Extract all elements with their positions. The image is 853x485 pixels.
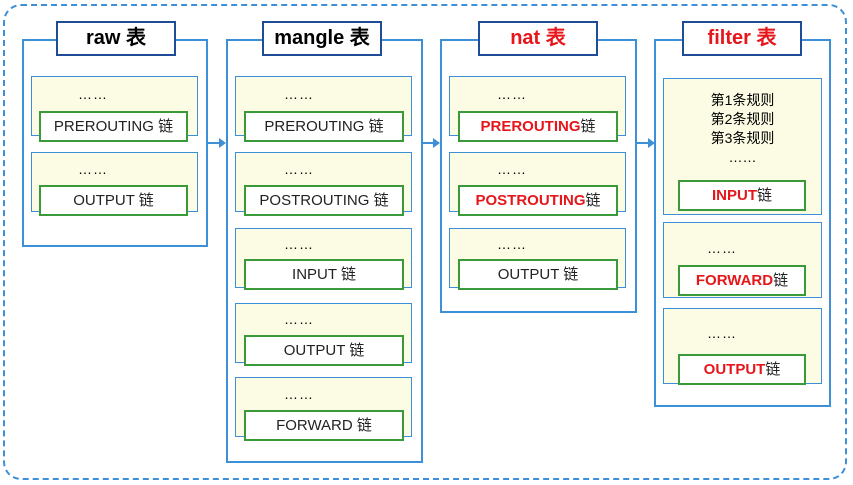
chain-name: OUTPUT xyxy=(703,361,766,378)
nat-postrouting-chain: POSTROUTING链 xyxy=(458,185,618,216)
filter-chain-3-dots: …… xyxy=(707,325,737,341)
chain-name: POSTROUTING xyxy=(259,192,370,209)
mangle-input-chain: INPUT 链 xyxy=(244,259,404,290)
filter-rules-list: 第1条规则 第2条规则 第3条规则 …… xyxy=(663,91,822,167)
chain-suffix: 链 xyxy=(765,361,781,378)
filter-rule-more: …… xyxy=(728,149,757,165)
chain-name: INPUT xyxy=(292,266,337,283)
nat-chain-3-dots: …… xyxy=(497,236,527,252)
mangle-chain-3-dots: …… xyxy=(284,236,314,252)
filter-chain-2-dots: …… xyxy=(707,240,737,256)
chain-suffix: 链 xyxy=(773,272,789,289)
chain-name: FORWARD xyxy=(695,272,774,289)
raw-chain-2-dots: …… xyxy=(78,161,108,177)
nat-chain-1-dots: …… xyxy=(497,86,527,102)
filter-rule-3: 第3条规则 xyxy=(710,130,775,146)
mangle-output-chain: OUTPUT 链 xyxy=(244,335,404,366)
chain-suffix: 链 xyxy=(340,266,356,283)
chain-name: PREROUTING xyxy=(480,118,581,135)
mangle-chain-2-dots: …… xyxy=(284,161,314,177)
mangle-chain-1-dots: …… xyxy=(284,86,314,102)
chain-suffix: 链 xyxy=(368,118,384,135)
chain-name: INPUT xyxy=(711,187,757,204)
mangle-prerouting-chain: PREROUTING 链 xyxy=(244,111,404,142)
chain-name: FORWARD xyxy=(276,417,353,434)
chain-name: OUTPUT xyxy=(283,342,346,359)
filter-forward-chain: FORWARD链 xyxy=(678,265,806,296)
chain-suffix: 链 xyxy=(349,342,365,359)
mangle-chain-4-dots: …… xyxy=(284,311,314,327)
arrow-mangle-to-nat xyxy=(423,138,440,148)
chain-suffix: 链 xyxy=(373,192,389,209)
chain-name: POSTROUTING xyxy=(475,192,586,209)
arrow-nat-to-filter xyxy=(637,138,655,148)
chain-suffix: 链 xyxy=(158,118,174,135)
raw-output-chain: OUTPUT 链 xyxy=(39,185,188,216)
mangle-forward-chain: FORWARD 链 xyxy=(244,410,404,441)
nat-table-title: nat 表 xyxy=(478,21,598,56)
filter-rule-1: 第1条规则 xyxy=(710,92,775,108)
nat-prerouting-chain: PREROUTING链 xyxy=(458,111,618,142)
raw-prerouting-chain: PREROUTING 链 xyxy=(39,111,188,142)
chain-name: PREROUTING xyxy=(53,118,154,135)
filter-input-chain: INPUT链 xyxy=(678,180,806,211)
mangle-chain-5-dots: …… xyxy=(284,386,314,402)
chain-suffix: 链 xyxy=(756,187,772,204)
raw-table-title: raw 表 xyxy=(56,21,176,56)
mangle-table-title: mangle 表 xyxy=(262,21,382,56)
chain-suffix: 链 xyxy=(138,192,154,209)
filter-table-title: filter 表 xyxy=(682,21,802,56)
filter-output-chain: OUTPUT链 xyxy=(678,354,806,385)
chain-suffix: 链 xyxy=(580,118,596,135)
mangle-postrouting-chain: POSTROUTING 链 xyxy=(244,185,404,216)
iptables-diagram-frame xyxy=(3,4,847,480)
arrow-raw-to-mangle xyxy=(208,138,226,148)
nat-output-chain: OUTPUT 链 xyxy=(458,259,618,290)
chain-name: OUTPUT xyxy=(497,266,560,283)
chain-name: OUTPUT xyxy=(73,192,135,209)
filter-rule-2: 第2条规则 xyxy=(710,111,775,127)
chain-suffix: 链 xyxy=(563,266,579,283)
chain-name: PREROUTING xyxy=(264,118,365,135)
nat-chain-2-dots: …… xyxy=(497,161,527,177)
raw-chain-1-dots: …… xyxy=(78,86,108,102)
chain-suffix: 链 xyxy=(356,417,372,434)
chain-suffix: 链 xyxy=(585,192,601,209)
